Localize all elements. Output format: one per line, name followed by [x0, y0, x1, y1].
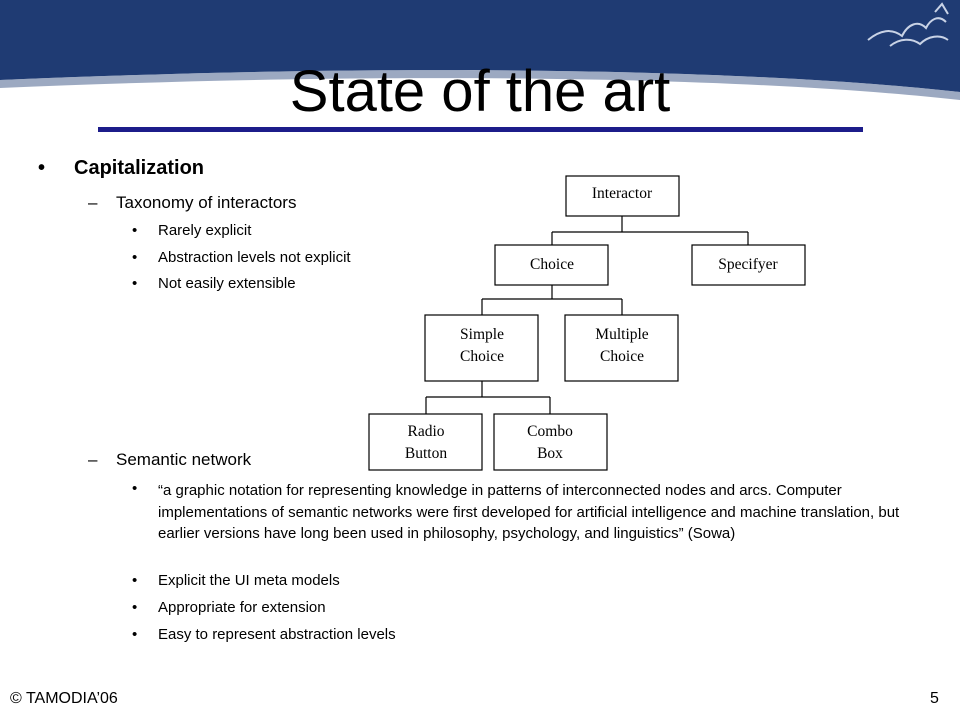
node-label: Simple: [460, 326, 504, 343]
node-label: Choice: [600, 348, 644, 365]
node-simple-choice: [424, 314, 539, 382]
section-heading: Capitalization: [74, 157, 205, 179]
footer-copyright: © TAMODIA’06: [10, 690, 118, 707]
dash-icon: –: [88, 193, 98, 212]
node-label: Box: [537, 445, 563, 462]
node-label: Interactor: [592, 185, 653, 202]
node-label: Choice: [530, 256, 574, 273]
semantic-network-heading: Semantic network: [116, 450, 252, 469]
node-interactor: [565, 175, 680, 217]
list-item: Rarely explicit: [158, 222, 252, 239]
node-multiple-choice: [564, 314, 679, 382]
list-item: Not easily extensible: [158, 275, 296, 292]
bullet-icon: •: [132, 275, 138, 292]
mountain-logo-icon: [867, 2, 949, 47]
node-label: Radio: [407, 423, 444, 440]
list-item: Abstraction levels not explicit: [158, 249, 351, 266]
bullet-icon: •: [132, 599, 138, 616]
node-radio-button: [368, 413, 483, 471]
sowa-quote: “a graphic notation for representing kno…: [158, 482, 900, 542]
bullet-icon: •: [132, 249, 138, 266]
interactor-taxonomy-diagram: Interactor Choice Specifyer Simple Choic…: [368, 175, 806, 471]
page-title: State of the art: [289, 59, 671, 124]
bullet-icon: •: [132, 480, 138, 497]
bullet-icon: •: [132, 626, 138, 643]
header-band-shadow: [0, 70, 960, 100]
bullet-icon: •: [132, 572, 138, 589]
page-number: 5: [930, 690, 939, 707]
list-item: Appropriate for extension: [158, 599, 326, 616]
node-label: Combo: [527, 423, 573, 440]
node-label: Multiple: [595, 326, 649, 343]
node-label: Specifyer: [718, 256, 778, 273]
node-label: Button: [405, 445, 447, 462]
node-choice: [494, 244, 609, 286]
taxonomy-heading: Taxonomy of interactors: [116, 193, 297, 212]
dash-icon: –: [88, 450, 98, 469]
title-underline: [98, 127, 863, 132]
bullet-icon: •: [132, 222, 138, 239]
node-specifyer: [691, 244, 806, 286]
node-combo-box: [493, 413, 608, 471]
header-band: [0, 0, 960, 100]
node-label: Choice: [460, 348, 504, 365]
list-item: Easy to represent abstraction levels: [158, 626, 396, 643]
header-band-shape: [0, 0, 960, 92]
list-item: Explicit the UI meta models: [158, 572, 340, 589]
bullet-icon: •: [38, 157, 46, 179]
